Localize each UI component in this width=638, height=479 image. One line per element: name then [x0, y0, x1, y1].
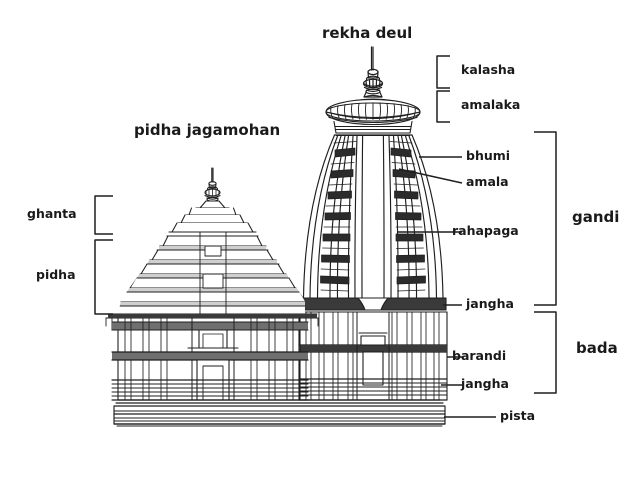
label-amalaka: amalaka	[461, 97, 521, 112]
label-bhumi: bhumi	[466, 148, 511, 163]
label-jangha-upper: jangha	[466, 296, 514, 311]
rekha-bada-wall	[298, 297, 448, 401]
bracket-gandi	[534, 131, 557, 306]
bracket-pidha	[94, 239, 113, 315]
label-kalasha: kalasha	[461, 62, 516, 77]
pidha-roof-tiers	[105, 231, 319, 319]
label-pidha: pidha	[36, 267, 76, 282]
rekha-gandi-tower	[302, 134, 444, 299]
label-amala: amala	[466, 174, 509, 189]
bracket-amalaka	[436, 90, 450, 123]
bracket-ghanta	[94, 195, 113, 235]
label-rahapaga: rahapaga	[452, 223, 519, 238]
label-ghanta: ghanta	[27, 206, 77, 221]
title-rekha-deul: rekha deul	[322, 24, 413, 42]
leader-lines	[94, 55, 557, 418]
ghanta-bell	[166, 200, 259, 237]
label-barandi: barandi	[452, 348, 507, 363]
label-pista: pista	[500, 408, 536, 423]
label-gandi: gandi	[572, 208, 620, 226]
kalasha-finial	[362, 46, 384, 98]
bracket-kalasha	[436, 55, 450, 89]
pidha-finial	[204, 167, 221, 202]
pidha-bada-wall	[105, 317, 319, 401]
pista-plinth	[113, 399, 446, 427]
bracket-bada	[534, 311, 557, 394]
amalaka-disc	[325, 94, 421, 137]
label-jangha-lower: jangha	[461, 376, 509, 391]
leader-amala	[398, 168, 463, 184]
title-pidha-jagamohan: pidha jagamohan	[134, 121, 281, 139]
label-bada: bada	[576, 339, 618, 357]
